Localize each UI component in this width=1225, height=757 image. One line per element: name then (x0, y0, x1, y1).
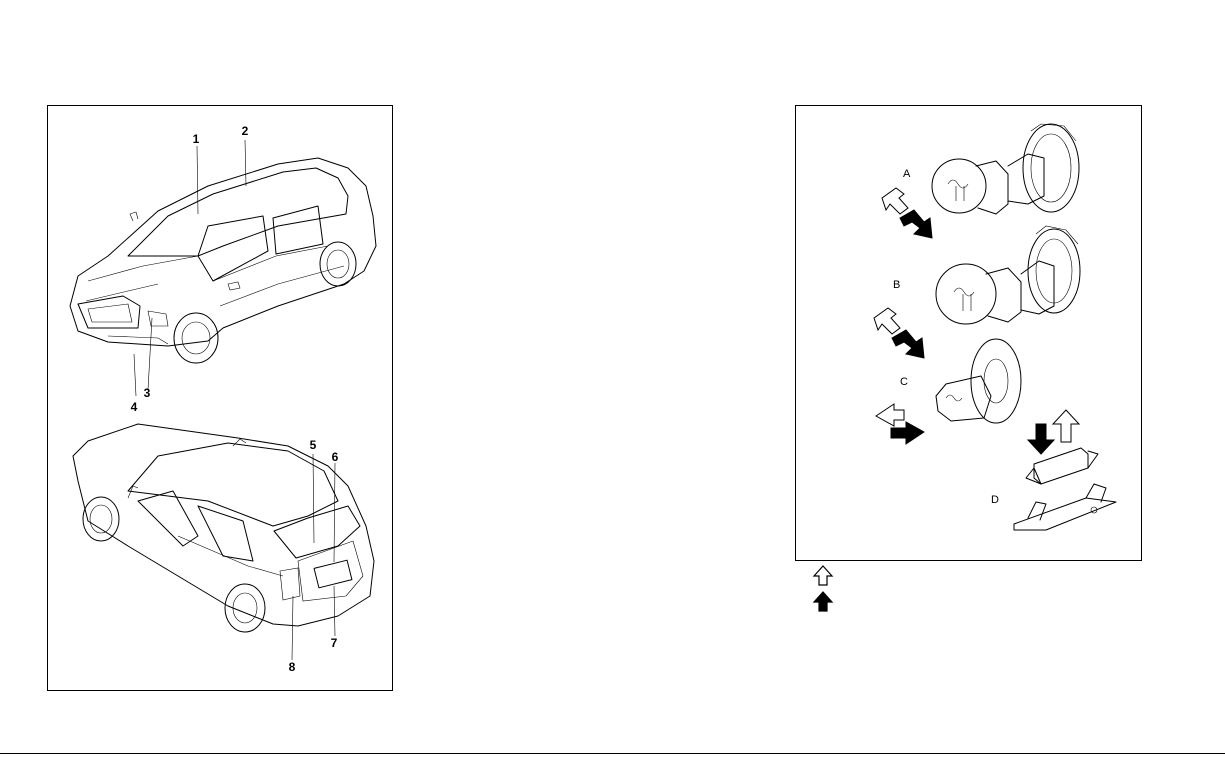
label-a: A (903, 169, 910, 180)
callout-3: 3 (141, 387, 153, 399)
car-illustration (48, 106, 392, 690)
bulb-replacement-figure: A B C D (795, 105, 1142, 561)
callout-7: 7 (328, 637, 340, 649)
bulb-type-b (874, 226, 1080, 358)
callout-4: 4 (128, 401, 140, 413)
bulb-type-c (876, 339, 1021, 444)
car-lights-location-figure: 1 2 3 4 5 6 7 8 (47, 105, 393, 691)
legend-outline-arrow (812, 565, 836, 587)
label-b: B (893, 280, 900, 291)
callout-1: 1 (190, 133, 202, 145)
front-view-car (70, 140, 376, 396)
label-c: C (900, 377, 908, 388)
footer-rule (0, 753, 1225, 754)
callout-6: 6 (329, 451, 341, 463)
bulb-types-illustration (796, 106, 1141, 560)
label-d: D (991, 495, 999, 506)
legend-filled-arrow (812, 591, 836, 613)
callout-2: 2 (239, 125, 251, 137)
bulb-type-d (1014, 410, 1116, 530)
callout-8: 8 (286, 661, 298, 673)
filled-arrow-icon (812, 591, 836, 613)
bulb-type-a (882, 124, 1079, 238)
outline-arrow-icon (812, 565, 836, 587)
callout-5: 5 (307, 439, 319, 451)
